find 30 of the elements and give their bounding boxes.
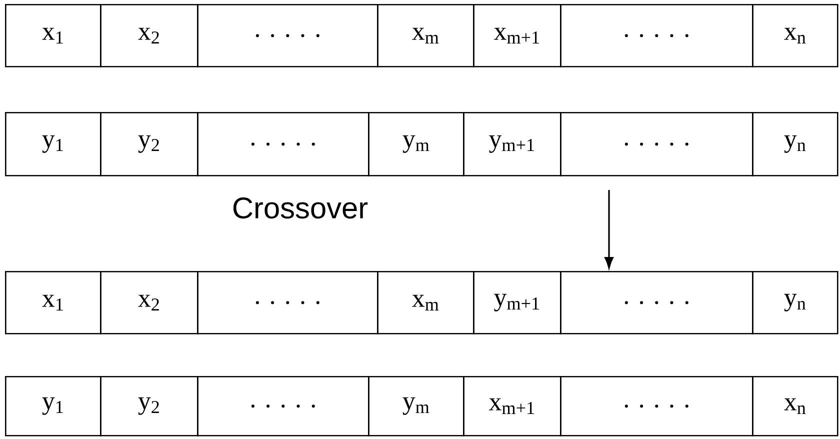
table-cell: x$_{n}$ [752,376,838,436]
table-cell: y$_{n}$ [752,271,838,334]
table-cell: y$_{m+1}$ [473,271,562,334]
table-cell: x$_{n}$ [752,4,838,68]
table-cell: . . . . . [197,271,378,334]
table-cell: . . . . . [197,376,370,436]
table-cell: y$_{n}$ [752,112,838,176]
table-cell: x$_{m+1}$ [473,4,562,68]
table-cell: x$_{1}$ [5,271,102,334]
table-cell: y$_{m}$ [368,112,464,176]
table-cell: x$_{m}$ [377,271,474,334]
arrow [604,190,614,268]
table-cell: . . . . . [560,4,754,68]
table-cell: y$_{m}$ [368,376,464,436]
table-cell: y$_{2}$ [100,112,198,176]
caption: Crossover [233,197,368,219]
table-cell: . . . . . [197,112,370,176]
table-cell: x$_{2}$ [100,4,198,68]
table-cell: x$_{m+1}$ [463,376,562,436]
table-cell: x$_{1}$ [5,4,102,68]
table-cell: y$_{1}$ [5,376,102,436]
table-cell: y$_{2}$ [100,376,198,436]
table-cell: x$_{2}$ [100,271,198,334]
table-cell: y$_{m+1}$ [463,112,562,176]
table-cell: . . . . . [560,112,754,176]
table-cell: x$_{m}$ [377,4,474,68]
table-cell: . . . . . [197,4,378,68]
table-cell: . . . . . [560,271,754,334]
table-cell: . . . . . [560,376,754,436]
table-cell: y$_{1}$ [5,112,102,176]
